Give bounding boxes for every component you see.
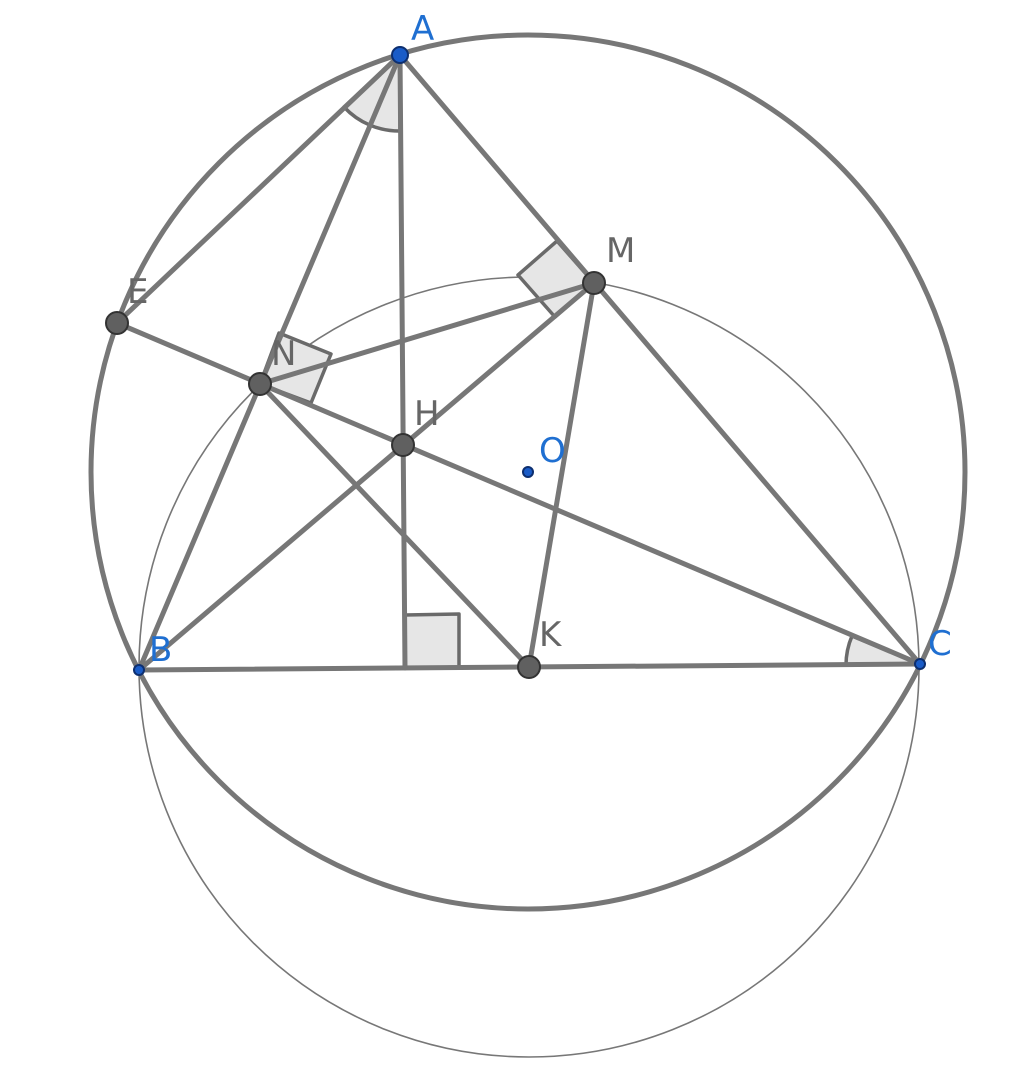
segment-bm [136, 280, 597, 673]
segment-mk [526, 280, 597, 670]
altitude-a [397, 52, 408, 671]
label-c: C [928, 624, 952, 664]
label-k: K [539, 615, 563, 655]
segment-ec [114, 320, 923, 667]
right-angle-mark-m [516, 239, 596, 319]
label-a: A [411, 9, 434, 49]
point-h [391, 433, 415, 457]
segment-ac [397, 52, 923, 667]
circumcircle [88, 32, 968, 912]
label-o: O [539, 431, 566, 471]
right-angle-mark-k [403, 612, 461, 670]
point-e [105, 311, 129, 335]
point-m [582, 271, 606, 295]
label-e: E [127, 272, 148, 312]
point-o [522, 466, 534, 478]
label-b: B [149, 630, 172, 670]
segment-ab [136, 52, 403, 673]
point-b [133, 664, 145, 676]
label-h: H [414, 394, 440, 434]
segment-nm [257, 280, 597, 387]
label-m: M [606, 231, 635, 271]
point-k [517, 655, 541, 679]
point-c [914, 658, 926, 670]
point-n [248, 372, 272, 396]
point-a [391, 46, 409, 64]
segment-ae [114, 52, 403, 326]
segment-nk [257, 381, 532, 670]
label-n: N [271, 334, 296, 374]
